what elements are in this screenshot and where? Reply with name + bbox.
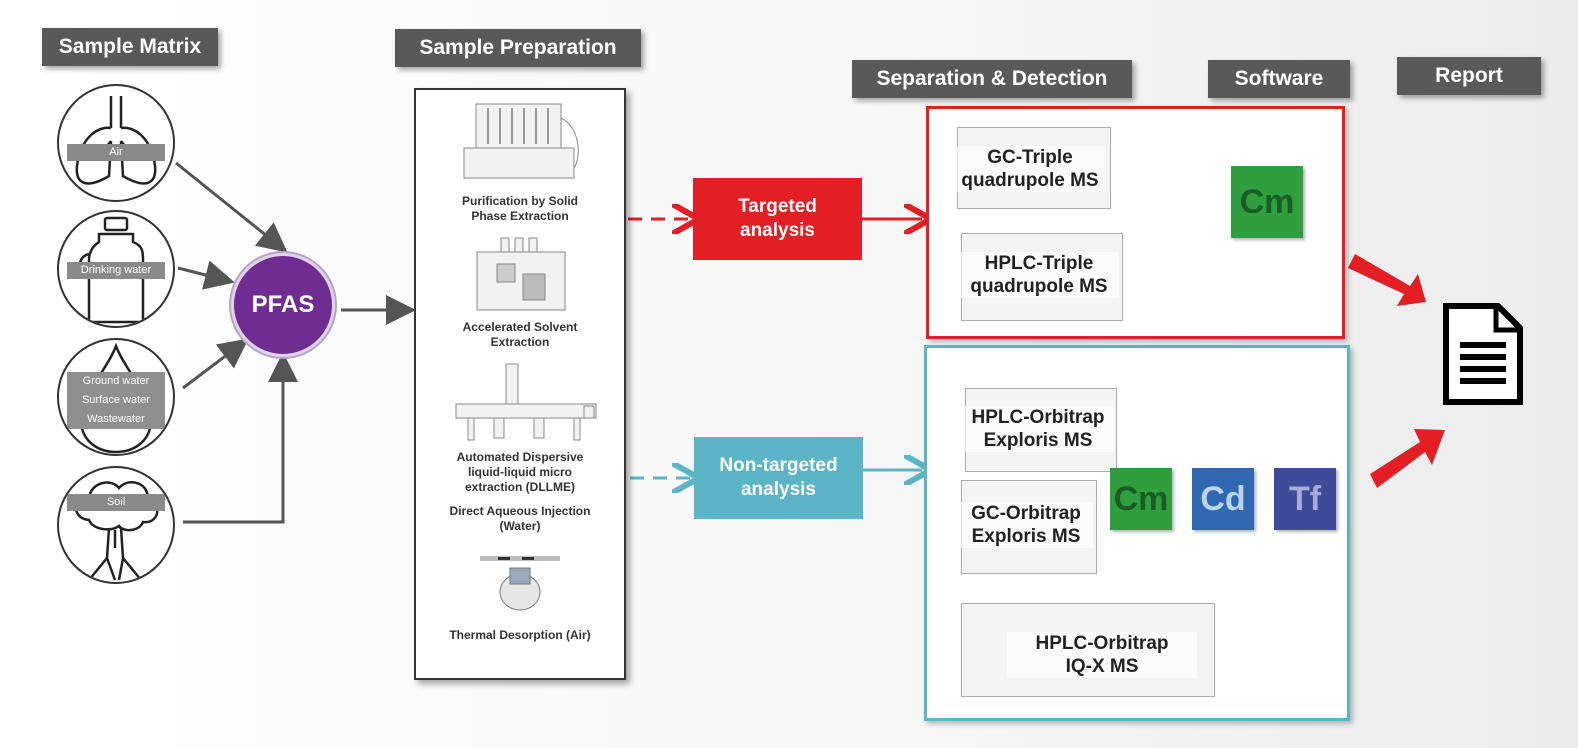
hplc-triple-quad-line1: HPLC-Triple: [984, 253, 1094, 274]
prep-spe-line1: Purification by Solid: [461, 194, 578, 208]
matrix-label-air: Air: [67, 144, 165, 161]
matrix-air: Air: [57, 84, 175, 202]
nontargeted-instruments-panel: HPLC-Orbitrap Exploris MS GC-Orbitrap Ex…: [924, 345, 1350, 721]
gc-triple-quad-line2: quadrupole MS: [961, 170, 1099, 191]
matrix-water: Ground water Surface water Wastewater: [57, 338, 175, 456]
hplc-orbitrap-exploris-line2: Exploris MS: [983, 430, 1093, 451]
header-sample-matrix: Sample Matrix: [42, 28, 218, 66]
header-sample-preparation: Sample Preparation: [395, 29, 641, 67]
prep-dllme-line3: extraction (DLLME): [464, 480, 575, 494]
software-chromeleon-icon: Cm: [1110, 468, 1172, 530]
dllme-instrument-icon: [455, 363, 597, 441]
prep-dllme-line2: liquid-liquid micro: [468, 465, 572, 479]
matrix-soil: Soil: [57, 466, 175, 584]
targeted-line1: Targeted: [738, 196, 817, 217]
prep-dai-line1: Direct Aqueous Injection: [449, 504, 591, 518]
gc-orbitrap-exploris-line2: Exploris MS: [971, 526, 1081, 547]
tree-icon: [75, 481, 159, 581]
software-compound-discoverer-icon: Cd: [1192, 468, 1254, 530]
prep-ase-line1: Accelerated Solvent: [462, 320, 578, 334]
nontargeted-line2: analysis: [740, 479, 816, 500]
gc-triple-quad-line1: GC-Triple: [987, 147, 1073, 168]
prep-dllme-line1: Automated Dispersive: [456, 450, 584, 464]
nontargeted-analysis-node: Non-targeted analysis: [694, 437, 863, 519]
matrix-label-soil: Soil: [67, 494, 165, 511]
targeted-analysis-node: Targeted analysis: [693, 178, 862, 260]
header-software: Software: [1208, 60, 1350, 98]
prep-ase-line2: Extraction: [490, 335, 550, 349]
pfas-node: PFAS: [231, 253, 335, 357]
hplc-triple-quad-line2: quadrupole MS: [970, 276, 1108, 297]
targeted-line2: analysis: [740, 220, 815, 241]
nontargeted-line1: Non-targeted: [719, 455, 838, 476]
targeted-instruments-panel: GC-Triple quadrupole MS HPLC-Triple quad…: [926, 106, 1345, 339]
prep-dai-line2: (Water): [499, 519, 541, 533]
spe-instrument-icon: [463, 103, 579, 179]
sample-preparation-panel: Purification by Solid Phase Extraction A…: [414, 88, 626, 680]
gc-orbitrap-exploris-line1: GC-Orbitrap: [971, 503, 1081, 524]
matrix-label-wastewater: Wastewater: [87, 413, 145, 425]
software-tracefinder-icon: Tf: [1274, 468, 1336, 530]
ase-instrument-icon: [476, 237, 566, 311]
hplc-orbitrap-iqx-line2: IQ-X MS: [1065, 656, 1139, 677]
hplc-orbitrap-exploris-line1: HPLC-Orbitrap: [971, 407, 1105, 428]
lungs-icon: [75, 96, 157, 185]
thermal-desorption-instrument-icon: [480, 556, 560, 611]
matrix-label-ground-water: Ground water: [82, 375, 150, 387]
matrix-label-surface-water: Surface water: [82, 394, 150, 406]
header-report: Report: [1397, 57, 1541, 95]
matrix-label-drinking-water: Drinking water: [67, 262, 165, 279]
header-separation-detection: Separation & Detection: [852, 60, 1132, 98]
software-chromeleon-icon: Cm: [1231, 166, 1303, 238]
prep-spe-line2: Phase Extraction: [471, 209, 569, 223]
matrix-drinking-water: Drinking water: [57, 210, 175, 328]
document-icon: [1443, 303, 1523, 405]
hplc-orbitrap-iqx-line1: HPLC-Orbitrap: [1035, 633, 1169, 654]
prep-thermal-desorption: Thermal Desorption (Air): [449, 628, 591, 642]
